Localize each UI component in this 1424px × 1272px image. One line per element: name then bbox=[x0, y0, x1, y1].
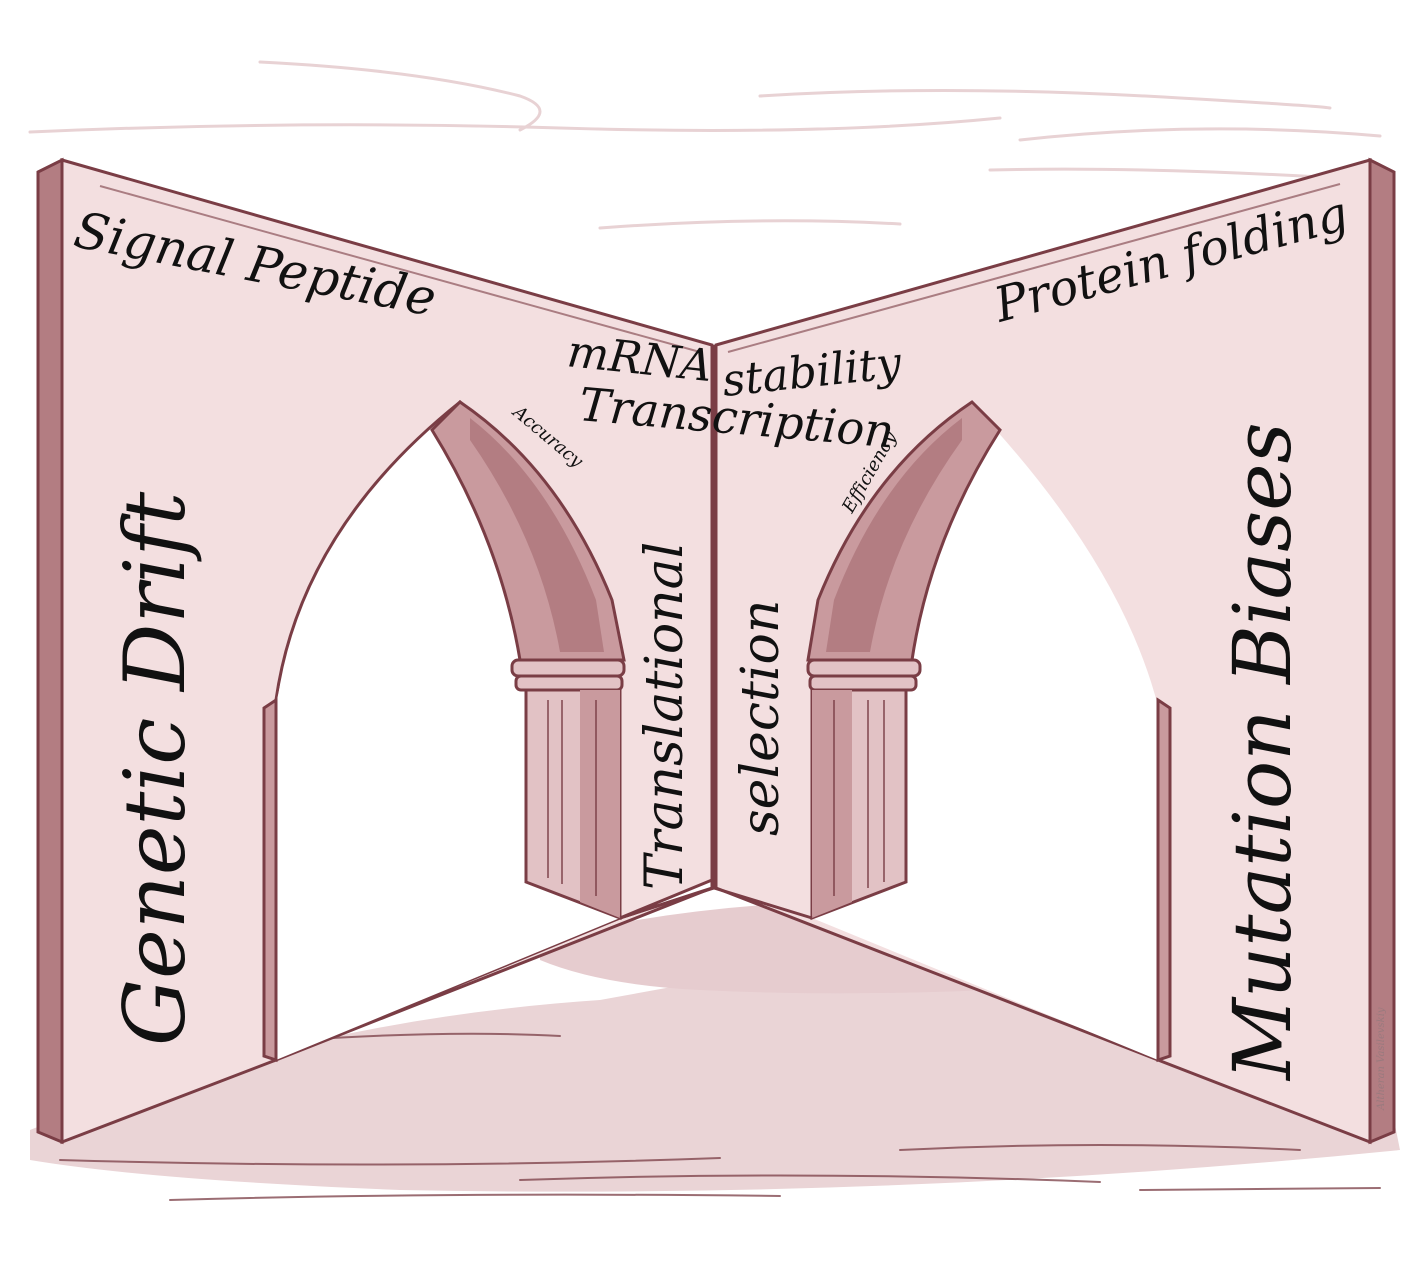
label-genetic-drift: Genetic Drift bbox=[106, 492, 204, 1046]
left-wall bbox=[36, 157, 714, 1145]
label-translational: Translational bbox=[635, 542, 695, 890]
sky-streaks bbox=[28, 60, 1382, 230]
label-mutation-biases: Mutation Biases bbox=[1216, 422, 1309, 1082]
right-wall bbox=[714, 157, 1396, 1145]
label-selection: selection bbox=[731, 600, 791, 836]
artist-signature: Altheran Vasilevskiy bbox=[1376, 1007, 1387, 1111]
center-spine bbox=[619, 345, 813, 920]
